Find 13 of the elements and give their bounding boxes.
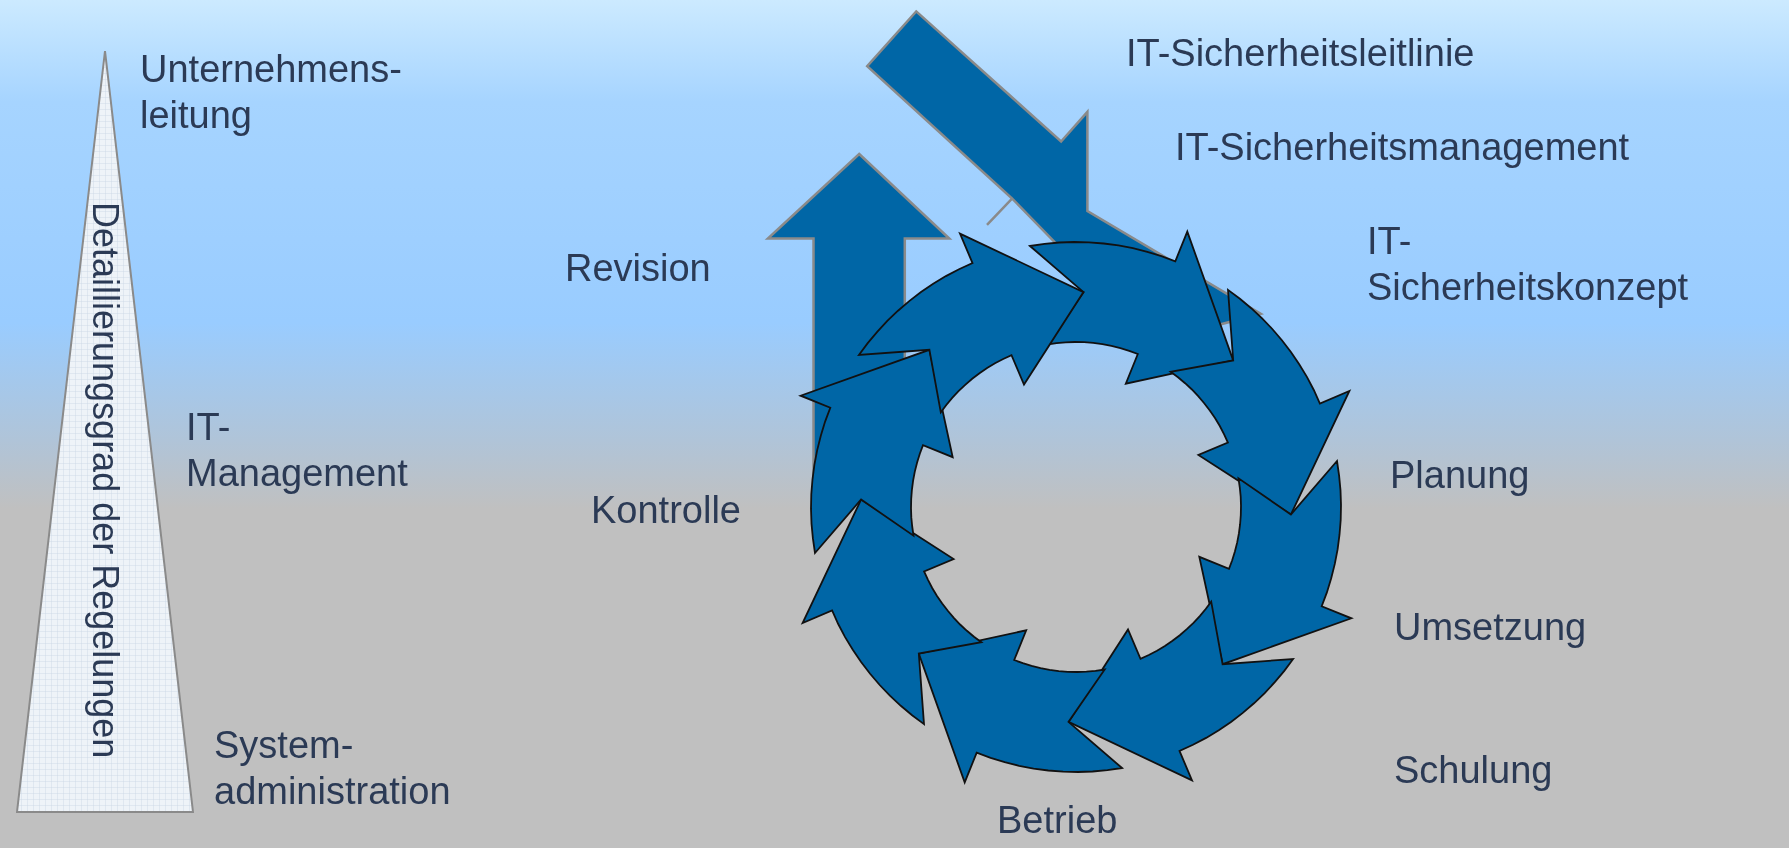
text-label: System- administration: [214, 723, 451, 814]
vertical-label: Detaillierungsgrad der Regelungen: [86, 202, 124, 759]
text-label: Betrieb: [997, 798, 1118, 843]
text-label: Unternehmens- leitung: [140, 47, 402, 138]
text-label: IT- Sicherheitskonzept: [1367, 219, 1689, 310]
text-label: IT-Sicherheitsleitlinie: [1126, 31, 1475, 76]
text-label: Umsetzung: [1394, 605, 1587, 650]
text-label: IT-Sicherheitsmanagement: [1175, 125, 1630, 170]
text-label: Planung: [1390, 453, 1530, 498]
text-label: IT- Management: [186, 405, 408, 496]
text-label: Schulung: [1394, 748, 1553, 793]
text-label: Kontrolle: [591, 488, 741, 533]
text-label: Revision: [565, 246, 711, 291]
